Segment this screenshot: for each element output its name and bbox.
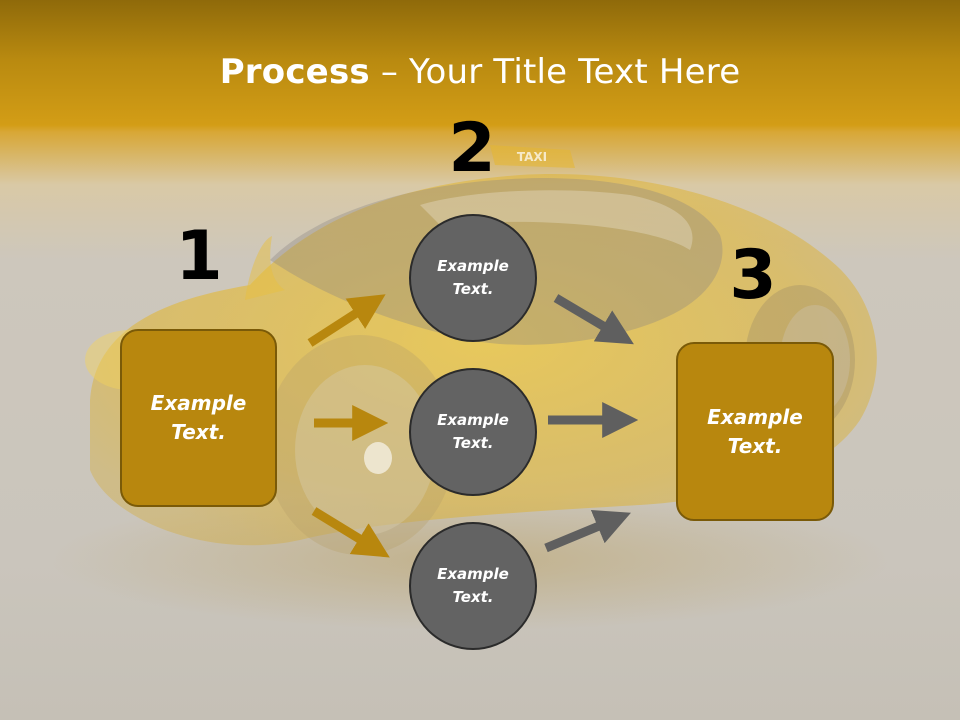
step-number-2: 2: [448, 109, 496, 188]
title-rest: – Your Title Text Here: [369, 52, 741, 92]
slide-title: Process – Your Title Text Here: [0, 52, 960, 92]
step-number-3: 3: [729, 236, 777, 315]
step-number-1: 1: [175, 217, 223, 296]
title-bold: Process: [219, 52, 370, 92]
arrow-from-top-circle: [553, 294, 634, 345]
arrow-to-top-circle: [307, 294, 386, 347]
taxi-sign-text: TAXI: [517, 150, 547, 164]
arrow-from-bottom-circle: [544, 509, 631, 553]
arrow-to-bottom-circle: [311, 507, 390, 558]
